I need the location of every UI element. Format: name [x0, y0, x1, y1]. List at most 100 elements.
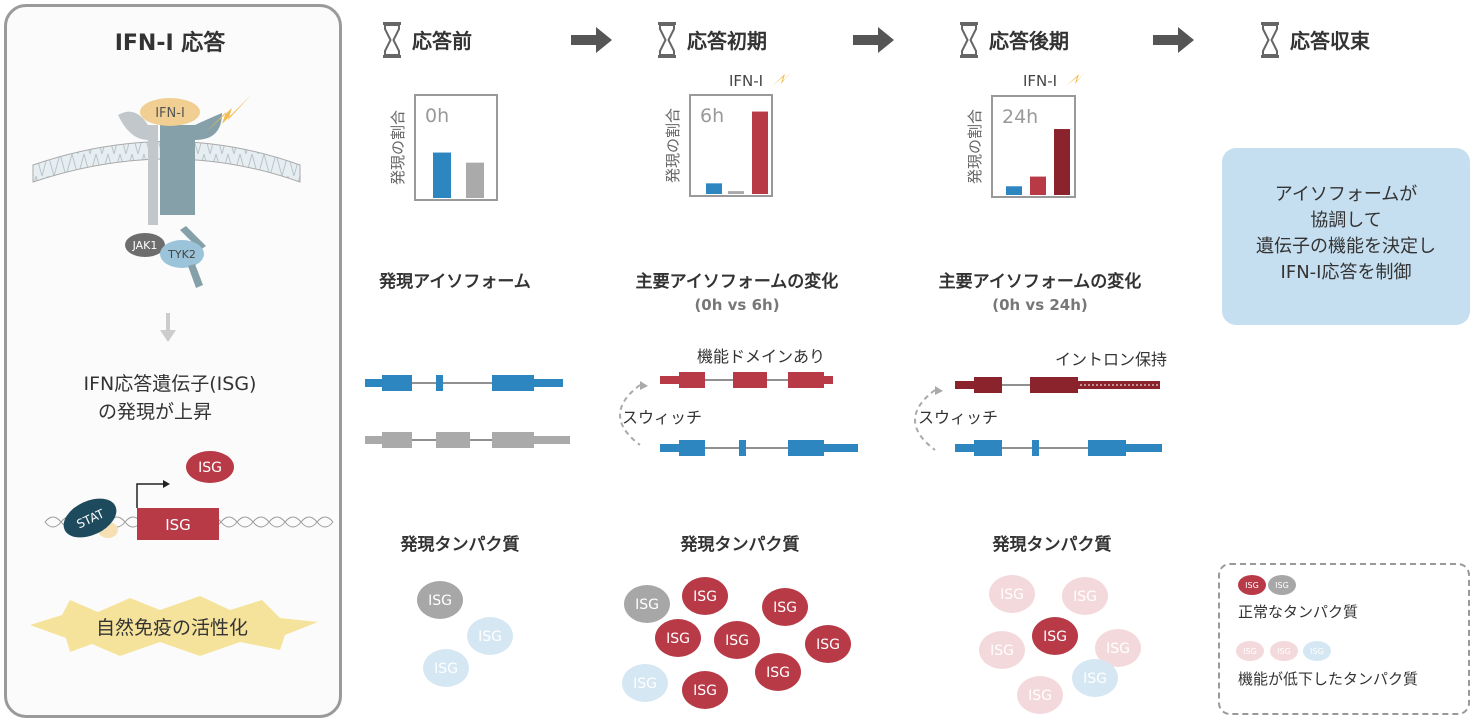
normal-protein: ISG [762, 588, 808, 626]
receptor-subunit-2 [160, 113, 222, 215]
impaired-protein: ISG [622, 664, 668, 702]
normal-protein: ISG [714, 621, 760, 659]
down-arrow-icon [160, 313, 176, 342]
stage-label: 応答初期 [687, 29, 767, 53]
legend-icon-label: ISG [1245, 581, 1259, 590]
chart-time-label: 0h [425, 105, 449, 127]
hourglass-icon [657, 21, 677, 59]
arrow-right-icon [1153, 27, 1194, 53]
protein-label: ISG [478, 629, 502, 645]
impaired-protein: ISG [1017, 676, 1063, 714]
protein-section-title: 発現タンパク質 [400, 534, 520, 555]
chart-time-label: 6h [700, 105, 724, 127]
hourglass-icon [1260, 21, 1280, 59]
isoform-section-title: 主要アイソフォームの変化 [636, 271, 839, 292]
legend-normal-label: 正常なタンパク質 [1238, 603, 1358, 621]
legend-icon-label: ISG [1275, 581, 1289, 590]
tyk2-label: TYK2 [167, 248, 196, 261]
isg-text-line1: IFN応答遺伝子(ISG) [84, 373, 257, 395]
hourglass-icon [382, 21, 402, 59]
transcription-illustration: STAT ISG ISG [44, 451, 334, 540]
protein-section-title: 発現タンパク質 [680, 534, 800, 555]
impaired-protein: ISG [1072, 659, 1118, 697]
legend-protein-icon: ISG [1268, 575, 1296, 595]
isoform-darkred [955, 377, 1160, 393]
isoform-blue [955, 440, 1162, 456]
protein-label: ISG [816, 637, 840, 653]
bar-gray-isoform [466, 162, 484, 198]
bar-red-isoform [1030, 176, 1046, 195]
stage-early: 応答初期 [657, 21, 767, 59]
isoform-gray [365, 432, 570, 448]
receptor-subunit-1 [118, 111, 158, 225]
chart-y-label: 発現の割合 [664, 108, 682, 183]
bar-dark-red-isoform [1054, 129, 1070, 195]
stat-protein [63, 498, 117, 538]
normal-protein: ISG [755, 653, 801, 691]
protein-section-title: 発現タンパク質 [992, 534, 1112, 555]
lightning-icon [205, 94, 252, 133]
isg-protein-label: ISG [198, 460, 222, 476]
hourglass-icon [959, 21, 979, 59]
legend-icon-label: ISG [1243, 647, 1257, 656]
bar-chart-24h: 24h 発現の割合 [966, 95, 1076, 198]
bar-blue-isoform [1006, 186, 1022, 195]
stage-before: 応答前 [382, 21, 472, 59]
summary-box [1222, 148, 1470, 325]
panel-title: IFN-I 応答 [115, 30, 227, 56]
stage-label: 応答前 [412, 29, 472, 53]
chart-y-label: 発現の割合 [966, 109, 984, 184]
cell-membrane [32, 141, 301, 183]
bar-gray-isoform [728, 191, 744, 194]
protein-label: ISG [693, 589, 717, 605]
legend-icons: ISG ISG ISG ISG ISG [1236, 575, 1331, 661]
receptor-illustration: IFN-I JAK1 TYK2 [32, 94, 301, 288]
normal-protein: ISG [1032, 617, 1078, 655]
tss-arrow [136, 483, 163, 508]
normal-protein: ISG [682, 671, 728, 709]
activation-burst [30, 596, 318, 656]
impaired-protein: ISG [1095, 629, 1141, 667]
protein-label: ISG [725, 633, 749, 649]
protein-label: ISG [1000, 587, 1024, 603]
ifn-ligand-label: IFN-I [155, 106, 185, 121]
ifn-ligand [140, 98, 200, 126]
impaired-protein: ISG [979, 631, 1025, 669]
jak1-label: JAK1 [132, 239, 158, 252]
bar-red-isoform [752, 111, 768, 194]
legend-icon-label: ISG [1277, 647, 1291, 656]
bar-chart-6h: 6h 発現の割合 [664, 94, 773, 197]
protein-label: ISG [1083, 671, 1107, 687]
isg-gene [137, 508, 219, 540]
switch-label: スウィッチ [622, 408, 702, 427]
legend-protein-icon: ISG [1303, 641, 1331, 661]
stage-late: 応答後期 [959, 21, 1069, 59]
isoform-section-subtitle: (0h vs 24h) [992, 296, 1088, 314]
isoform-section-title: 発現アイソフォーム [378, 271, 531, 292]
stage-label: 応答収束 [1290, 29, 1371, 53]
protein-label: ISG [693, 683, 717, 699]
lightning-icon [1066, 71, 1086, 86]
protein-label: ISG [1073, 589, 1097, 605]
chart-time-label: 24h [1002, 106, 1038, 128]
switch-label: スウィッチ [918, 408, 998, 427]
impaired-protein: ISG [467, 617, 513, 655]
protein-label: ISG [990, 643, 1014, 659]
isg-text-line2: の発現が上昇 [98, 401, 212, 423]
jak1 [125, 233, 165, 257]
protein-label: ISG [766, 665, 790, 681]
stage-resolution: 応答収束 [1260, 21, 1371, 59]
isoform-blue [660, 440, 858, 456]
legend-icon-label: ISG [1310, 647, 1324, 656]
normal-protein: ISG [805, 625, 851, 663]
legend-protein-icon: ISG [1270, 641, 1298, 661]
isoform-annotation: イントロン保持 [1055, 350, 1167, 369]
switch-arrow [914, 389, 936, 451]
isg-protein [186, 451, 234, 483]
protein-label: ISG [434, 661, 458, 677]
bar-blue-isoform [706, 183, 722, 194]
isg-gene-label: ISG [165, 516, 191, 534]
